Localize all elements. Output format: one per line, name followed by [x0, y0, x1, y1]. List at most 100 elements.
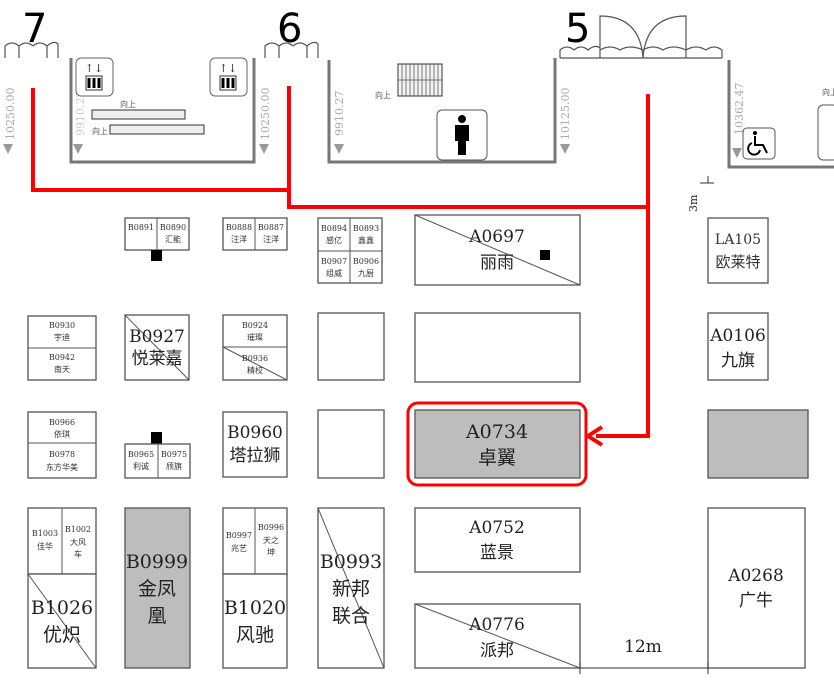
booth-label: 兆艺 [231, 543, 247, 553]
booth-label: 汪洋 [263, 234, 279, 244]
booth-label: B1003 [32, 529, 58, 538]
booth-label: 向上 [92, 126, 108, 136]
wheelchair-icon [742, 127, 776, 160]
booth-label: 坤 [267, 547, 275, 557]
booth-a0697[interactable]: A0697 丽雨 [414, 214, 581, 286]
booth-label: 九旗 [721, 351, 755, 371]
booth-label: B1020 [224, 597, 286, 619]
booth-a0734-highlighted[interactable]: A0734 卓翼 [406, 401, 588, 487]
dimension-label: 10362.47 [733, 83, 746, 136]
level-triangle-icon [732, 148, 742, 158]
booth-label: 车 [74, 549, 82, 559]
svg-text:↑↓: ↑↓ [85, 62, 103, 75]
booth-label: B1026 [31, 597, 93, 619]
booth-label: 金凤 [138, 578, 176, 600]
dimension-label: 10125.00 [559, 88, 572, 141]
highlight-border [406, 401, 588, 487]
booth-b1020[interactable]: B1020 风驰 [222, 573, 288, 669]
column-marker [151, 432, 162, 444]
booth-label: B0993 [320, 551, 382, 573]
booth-label: 佳华 [37, 541, 53, 551]
booth-label: LA105 [715, 232, 761, 248]
restroom-icon [817, 104, 834, 161]
booth-label: B0960 [227, 423, 283, 443]
booth-label: 悦莱嘉 [132, 349, 183, 369]
booth-label: 组威 [326, 268, 342, 278]
booth-label: 派邦 [480, 641, 514, 661]
dimension-label: 9910.27 [333, 91, 346, 137]
booth-gray[interactable] [707, 409, 809, 479]
booth-empty[interactable] [317, 409, 385, 479]
booth-label: A0106 [709, 326, 766, 346]
booth-a0106[interactable]: A0106 九旗 [707, 312, 769, 381]
booth-b0891-b0890[interactable]: B0891 B0890 汇能 [124, 217, 190, 261]
booth-label: 凰 [147, 605, 166, 627]
booth-label: 蓝景 [480, 543, 514, 563]
level-triangle-icon [259, 144, 269, 154]
booth-b1026[interactable]: B1026 优炽 [27, 573, 97, 669]
booth-empty[interactable] [414, 312, 581, 383]
booth-label: 东方华美 [46, 462, 78, 472]
booth-label: 新邦 [332, 578, 370, 600]
wall-section-1 [69, 58, 256, 164]
column-marker [540, 250, 550, 260]
dimension-label: 10250.00 [259, 88, 272, 141]
booth-label: A0697 [468, 227, 525, 247]
booth-label: B0975 [161, 450, 187, 459]
booth-label: 优炽 [43, 624, 81, 646]
booth-label: B0930 [49, 321, 75, 330]
level-triangle-icon [73, 144, 83, 154]
booth-label: 广牛 [739, 591, 773, 611]
booth-label: B0907 [321, 257, 347, 266]
booth-label: 欧莱特 [715, 253, 760, 271]
dimension-label: 9910.27 [74, 91, 87, 137]
booth-label: B0894 [321, 224, 347, 233]
booth-label: 丽雨 [480, 253, 514, 273]
booth-label: B0893 [353, 224, 379, 233]
booth-label: 向上 [120, 99, 136, 109]
booth-label: 卓翼 [478, 447, 516, 469]
booth-empty[interactable] [317, 312, 385, 381]
booth-label: B0942 [49, 353, 75, 362]
booth-label: B0927 [129, 327, 185, 347]
booth-label: 汇能 [165, 234, 181, 244]
level-triangle-icon [334, 144, 344, 154]
booth-label: B0997 [226, 531, 252, 540]
booth-label: 3m [687, 194, 700, 212]
door-7: 7 [4, 6, 59, 58]
booth-label: 5 [565, 6, 590, 52]
arrow-icon [586, 425, 604, 447]
booth-label: A0268 [727, 566, 784, 586]
booth-label: B0924 [242, 321, 268, 330]
booth-label: 12m [624, 637, 662, 657]
booth-label: 鑫鑫 [358, 235, 374, 245]
booth-label: 向上 [375, 90, 391, 100]
wall-section-3 [727, 60, 834, 169]
escalator-icon: 向上 [375, 63, 443, 100]
booth-label: 向上 [822, 87, 834, 97]
booth-label: A0734 [465, 421, 528, 443]
booth-a0268[interactable]: A0268 广牛 [707, 507, 806, 669]
booth-label: 汪洋 [231, 234, 247, 244]
booth-la105[interactable]: LA105 欧莱特 [707, 217, 769, 284]
booth-label: 风驰 [236, 624, 274, 646]
booth-label: 颀旗 [166, 461, 182, 471]
booth-label: B0936 [242, 354, 268, 363]
restroom-icon [436, 109, 488, 161]
booth-label: 感亿 [326, 235, 342, 245]
